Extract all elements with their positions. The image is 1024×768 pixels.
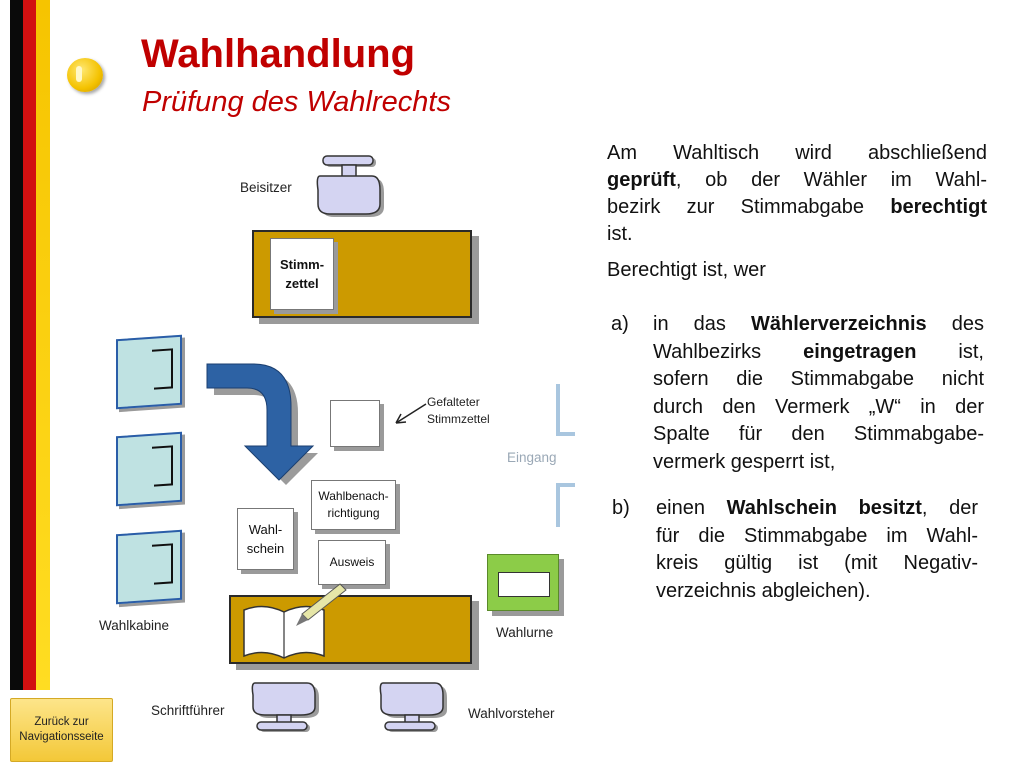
emphasis: eingetragen — [803, 340, 917, 363]
condition-label: b) — [612, 497, 630, 519]
text-run: zettel — [285, 276, 319, 291]
wahlurne-label: Wahlurne — [496, 625, 554, 640]
arrow-icon — [206, 363, 318, 485]
emphasis: Wählerverzeichnis — [751, 313, 927, 335]
text-run: abschließend — [868, 142, 987, 164]
page-title: Wahlhandlung — [141, 32, 416, 76]
condition-b: b) einen Wahlschein besitzt, der für die… — [612, 495, 982, 605]
condition-line: in das Wählerverzeichnis des — [653, 311, 984, 339]
text-run: , ob der Wähler im Wahl- — [675, 169, 987, 191]
condition-body: einen Wahlschein besitzt, der für die St… — [656, 495, 978, 605]
flag-stripe-red — [23, 0, 36, 690]
text-run: Gefalteter — [427, 395, 480, 409]
text-run: Wahlbenach- — [318, 489, 389, 503]
person-icon — [379, 682, 447, 732]
text-run: Navigationsseite — [19, 731, 104, 743]
text-run: ist, — [916, 340, 984, 363]
booth-icon — [116, 431, 182, 507]
condition-line: einen Wahlschein besitzt, der — [656, 495, 978, 523]
condition-label: a) — [611, 313, 629, 335]
bullet-dot-icon — [67, 58, 103, 92]
person-icon — [251, 682, 319, 732]
text-run: einen — [656, 497, 727, 519]
condition-line: sofern die Stimmabgabe nicht — [653, 368, 984, 390]
condition-line: durch den Vermerk „W“ in der — [653, 395, 984, 418]
emphasis: Wahlschein besitzt — [726, 497, 922, 519]
intro-line: geprüft, ob der Wähler im Wahl- — [607, 167, 987, 194]
text-run: Stimmzettel — [427, 412, 490, 426]
emphasis: geprüft — [607, 169, 676, 191]
wahlschein-paper: Wahl-schein — [237, 508, 294, 570]
intro-line: ist. — [607, 221, 987, 248]
text-run: Wahl- — [248, 522, 283, 537]
ballot-box-icon — [487, 554, 559, 611]
berechtigt-heading: Berechtigt ist, wer — [607, 259, 766, 281]
stimmzettel-paper: Stimm-zettel — [270, 238, 334, 310]
page-subtitle: Prüfung des Wahlrechts — [142, 86, 451, 118]
person-icon — [316, 155, 384, 217]
condition-body: in das Wählerverzeichnis des Wahlbezirks… — [653, 311, 984, 476]
text-run: bezirk zur Stimmabgabe — [607, 196, 891, 218]
pointer-arrow-icon — [395, 403, 427, 424]
text-run: Zurück zur — [34, 716, 89, 728]
condition-line: für die Stimmabgabe im Wahl- — [656, 524, 978, 547]
wahlbenachrichtigung-paper: Wahlbenach-richtigung — [311, 480, 396, 530]
wahlkabine-label: Wahlkabine — [99, 618, 170, 633]
emphasis: berechtigt — [890, 196, 987, 218]
intro-line: Am Wahltisch wird abschließend — [607, 140, 987, 167]
booth-icon — [116, 529, 182, 605]
condition-line: verzeichnis abgleichen). — [656, 579, 871, 602]
text-run: ist. — [607, 223, 633, 245]
entrance-icon — [556, 384, 575, 527]
condition-line: Spalte für den Stimmabgabe- — [653, 423, 984, 445]
text-run: Stimm- — [279, 257, 325, 272]
text-run: in das — [653, 313, 752, 335]
wahlvorsteher-label: Wahlvorsteher — [468, 706, 555, 721]
flag-stripe-black — [10, 0, 23, 690]
folded-ballot — [330, 400, 380, 447]
flag-stripe-gold — [36, 0, 50, 690]
condition-line: Wahlbezirks eingetragen ist, — [653, 339, 984, 367]
booth-icon — [116, 334, 182, 410]
ausweis-paper: Ausweis — [318, 540, 386, 585]
pen-icon — [296, 583, 347, 626]
condition-line: vermerk gesperrt ist, — [653, 450, 836, 473]
eingang-label: Eingang — [507, 450, 557, 465]
intro-text: Am Wahltisch wird abschließend geprüft, … — [607, 140, 987, 248]
ballot-slot — [498, 572, 550, 597]
condition-line: kreis gültig ist (mit Negativ- — [656, 552, 978, 574]
beisitzer-label: Beisitzer — [240, 180, 292, 195]
text-run: Am Wahltisch wird — [607, 142, 869, 164]
text-run: des — [926, 313, 984, 335]
text-run: schein — [246, 541, 285, 556]
schriftfuehrer-label: Schriftführer — [151, 703, 225, 718]
condition-a: a) in das Wählerverzeichnis des Wahlbezi… — [611, 311, 986, 481]
text-run: , der — [921, 497, 978, 519]
text-run: richtigung — [327, 506, 380, 520]
text-run: Wahlbezirks — [653, 340, 804, 363]
intro-line: bezirk zur Stimmabgabe berechtigt — [607, 194, 987, 221]
